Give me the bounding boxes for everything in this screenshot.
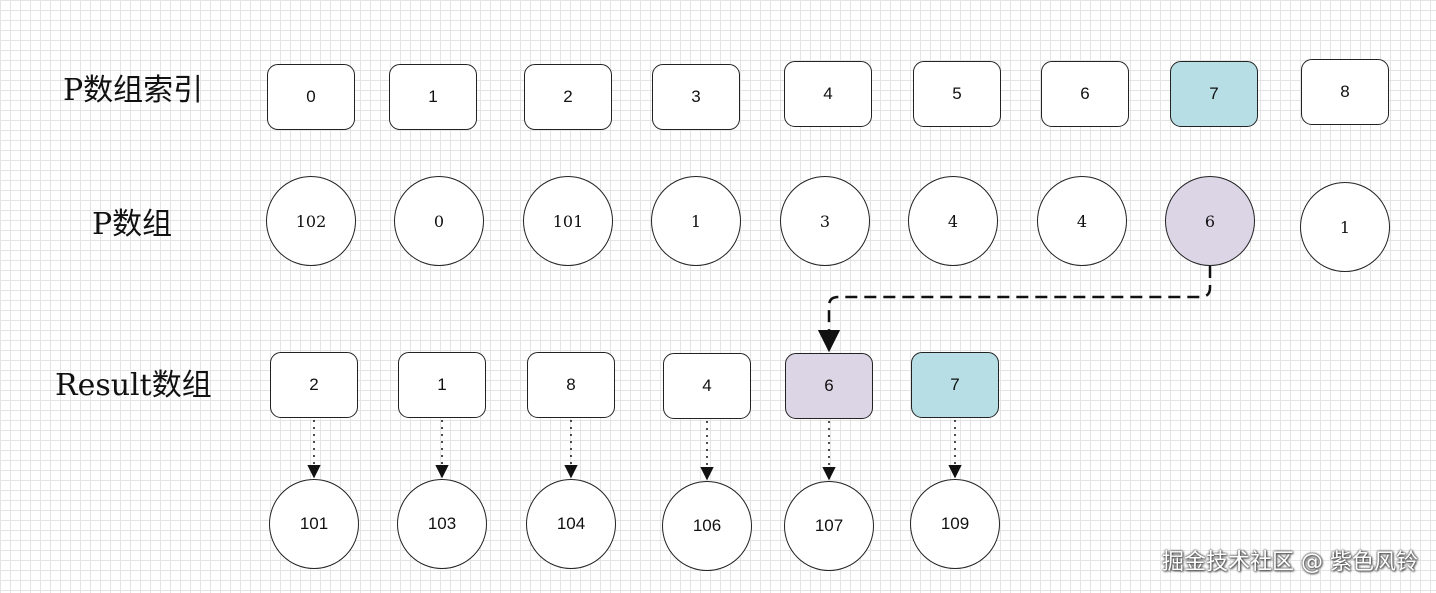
p-array-circle-highlighted: 6 xyxy=(1165,176,1255,266)
result-box-highlighted: 6 xyxy=(785,353,873,419)
index-box-highlighted: 7 xyxy=(1170,61,1258,127)
p-array-circle: 3 xyxy=(780,176,870,266)
watermark: 掘金技术社区 @ 紫色风铃 xyxy=(1162,550,1418,575)
dashed-connector xyxy=(817,266,1212,353)
result-value-circle: 104 xyxy=(526,479,616,569)
p-array-circle: 101 xyxy=(523,176,613,266)
index-box: 3 xyxy=(652,64,740,130)
index-box: 5 xyxy=(913,61,1001,127)
p-array-circle: 0 xyxy=(394,176,484,266)
p-array-circle: 4 xyxy=(1037,176,1127,266)
p-array-circle: 1 xyxy=(1300,182,1390,272)
result-value-circle: 109 xyxy=(910,479,1000,569)
index-box: 1 xyxy=(389,64,477,130)
result-value-circle: 106 xyxy=(662,481,752,571)
index-box: 8 xyxy=(1301,59,1389,125)
result-box-highlighted: 7 xyxy=(911,352,999,418)
index-box: 2 xyxy=(524,64,612,130)
result-box: 1 xyxy=(398,352,486,418)
result-value-circle: 103 xyxy=(397,479,487,569)
result-value-circle: 107 xyxy=(784,481,874,571)
index-box: 0 xyxy=(267,64,355,130)
result-value-circle: 101 xyxy=(269,479,359,569)
index-box: 4 xyxy=(784,61,872,127)
p-array-circle: 1 xyxy=(651,176,741,266)
result-row-label: Result数组 xyxy=(55,368,212,403)
p-array-circle: 102 xyxy=(266,176,356,266)
index-box: 6 xyxy=(1041,61,1129,127)
index-row-label: P数组索引 xyxy=(63,73,204,108)
result-box: 2 xyxy=(270,352,358,418)
result-box: 8 xyxy=(527,352,615,418)
result-box: 4 xyxy=(663,353,751,419)
p-array-circle: 4 xyxy=(908,176,998,266)
p-row-label: P数组 xyxy=(92,207,173,242)
